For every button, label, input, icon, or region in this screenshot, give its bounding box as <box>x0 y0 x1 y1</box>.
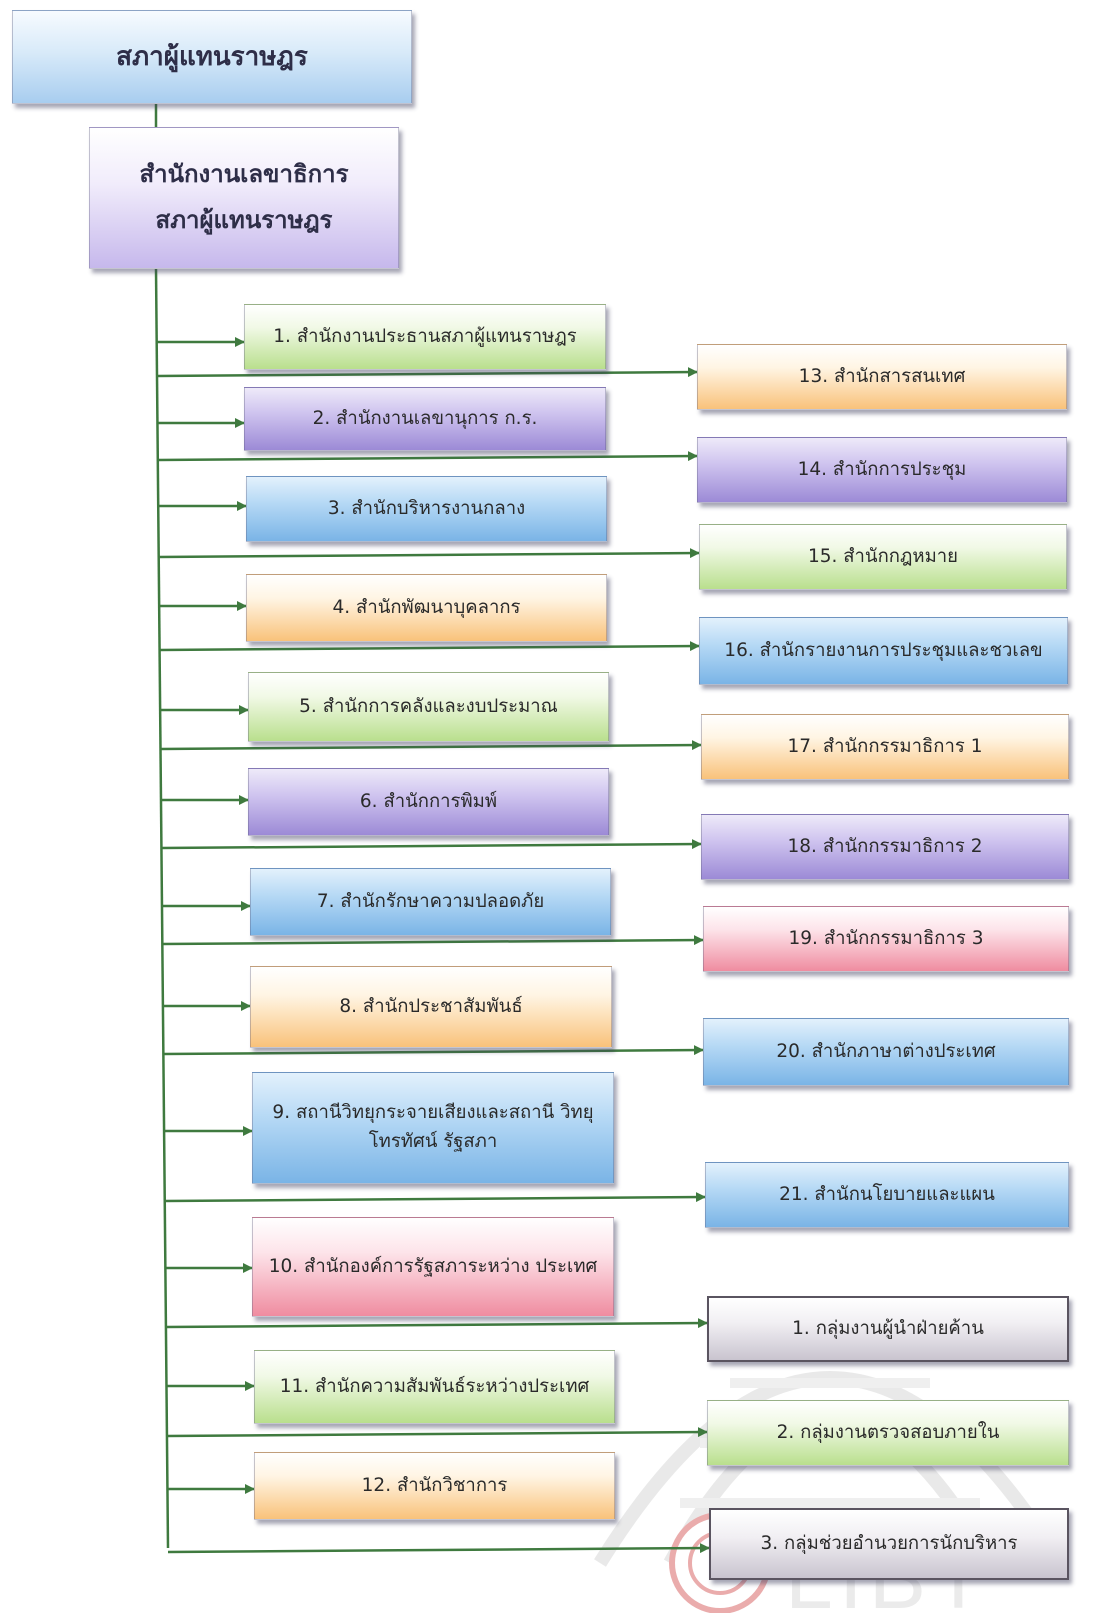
arrow-group-2 <box>166 1427 708 1438</box>
secretariat-title-line2: สภาผู้แทนราษฎร <box>155 206 333 234</box>
parliament-title: สภาผู้แทนราษฎร <box>116 41 308 72</box>
group-box-label: 2. กลุ่มงานตรวจสอบภายใน <box>776 1421 1000 1443</box>
arrow-right-5 <box>160 740 702 751</box>
right-unit-box-1: 13. สำนักสารสนเทศ <box>697 344 1067 410</box>
left-unit-box-5: 5. สำนักการคลังและงบประมาณ <box>248 672 609 742</box>
left-unit-box-label: 6. สำนักการพิมพ์ <box>359 790 498 812</box>
parliament-title-box: สภาผู้แทนราษฎร <box>12 10 412 104</box>
left-unit-box-12: 12. สำนักวิชาการ <box>254 1452 615 1520</box>
arrow-group-3 <box>167 1543 710 1554</box>
left-unit-box-label: 12. สำนักวิชาการ <box>361 1474 508 1496</box>
group-box-1: 1. กลุ่มงานผู้นำฝ่ายค้าน <box>707 1296 1069 1362</box>
right-unit-box-9: 21. สำนักนโยบายและแผน <box>705 1162 1069 1228</box>
right-unit-box-5: 17. สำนักกรรมาธิการ 1 <box>701 714 1069 780</box>
right-unit-box-label: 17. สำนักกรรมาธิการ 1 <box>787 735 983 757</box>
group-box-label: 3. กลุ่มช่วยอำนวยการนักบริหาร <box>760 1532 1018 1554</box>
group-box-3: 3. กลุ่มช่วยอำนวยการนักบริหาร <box>709 1508 1069 1580</box>
left-unit-box-label: 3. สำนักบริหารงานกลาง <box>327 497 526 519</box>
left-unit-box-label: 5. สำนักการคลังและงบประมาณ <box>299 695 558 717</box>
right-unit-box-3: 15. สำนักกฎหมาย <box>699 524 1067 590</box>
group-box-2: 2. กลุ่มงานตรวจสอบภายใน <box>707 1400 1069 1466</box>
right-unit-box-label: 16. สำนักรายงานการประชุมและชวเลข <box>724 639 1043 661</box>
arrow-right-3 <box>158 548 700 559</box>
left-unit-box-9: 9. สถานีวิทยุกระจายเสียงและสถานี วิทยุโท… <box>252 1072 614 1184</box>
left-unit-box-1: 1. สำนักงานประธานสภาผู้แทนราษฎร <box>244 304 606 370</box>
group-box-label: 1. กลุ่มงานผู้นำฝ่ายค้าน <box>792 1317 984 1339</box>
left-unit-box-6: 6. สำนักการพิมพ์ <box>248 768 609 836</box>
left-unit-box-label: 1. สำนักงานประธานสภาผู้แทนราษฎร <box>273 325 577 347</box>
arrow-right-1 <box>156 367 698 378</box>
right-unit-box-label: 14. สำนักการประชุม <box>797 458 967 480</box>
left-unit-box-4: 4. สำนักพัฒนาบุคลากร <box>246 574 607 642</box>
left-unit-box-label: 9. สถานีวิทยุกระจายเสียงและสถานี วิทยุโท… <box>272 1102 594 1152</box>
right-unit-box-7: 19. สำนักกรรมาธิการ 3 <box>703 906 1069 972</box>
left-unit-box-label: 11. สำนักความสัมพันธ์ระหว่างประเทศ <box>279 1375 590 1397</box>
right-unit-box-4: 16. สำนักรายงานการประชุมและชวเลข <box>699 617 1068 685</box>
arrow-right-2 <box>157 451 698 462</box>
secretariat-title-line1: สำนักงานเลขาธิการ <box>139 160 349 189</box>
right-unit-box-label: 15. สำนักกฎหมาย <box>807 545 959 567</box>
arrow-right-6 <box>161 839 702 850</box>
left-unit-box-3: 3. สำนักบริหารงานกลาง <box>246 476 607 542</box>
left-unit-box-label: 2. สำนักงานเลขานุการ ก.ร. <box>312 407 538 429</box>
right-unit-box-2: 14. สำนักการประชุม <box>697 437 1067 503</box>
left-unit-box-label: 7. สำนักรักษาความปลอดภัย <box>316 890 545 912</box>
left-unit-box-11: 11. สำนักความสัมพันธ์ระหว่างประเทศ <box>254 1350 615 1424</box>
arrow-group-1 <box>165 1318 708 1329</box>
left-unit-box-2: 2. สำนักงานเลขานุการ ก.ร. <box>244 387 606 451</box>
right-unit-box-6: 18. สำนักกรรมาธิการ 2 <box>701 814 1069 880</box>
left-unit-box-label: 4. สำนักพัฒนาบุคลากร <box>332 596 521 618</box>
left-unit-box-8: 8. สำนักประชาสัมพันธ์ <box>250 966 612 1048</box>
right-unit-box-label: 13. สำนักสารสนเทศ <box>798 365 966 387</box>
arrow-right-7 <box>162 935 704 946</box>
left-unit-box-7: 7. สำนักรักษาความปลอดภัย <box>250 868 611 936</box>
right-unit-box-label: 18. สำนักกรรมาธิการ 2 <box>787 835 983 857</box>
secretariat-box: สำนักงานเลขาธิการ สภาผู้แทนราษฎร <box>89 127 399 269</box>
right-unit-box-8: 20. สำนักภาษาต่างประเทศ <box>703 1018 1069 1086</box>
arrow-right-9 <box>164 1192 706 1203</box>
left-unit-box-label: 8. สำนักประชาสัมพันธ์ <box>339 995 523 1017</box>
connector-trunk <box>154 268 170 1549</box>
left-unit-box-10: 10. สำนักองค์การรัฐสภาระหว่าง ประเทศ <box>252 1217 614 1317</box>
right-unit-box-label: 19. สำนักกรรมาธิการ 3 <box>788 927 984 949</box>
right-unit-box-label: 21. สำนักนโยบายและแผน <box>779 1183 995 1205</box>
arrow-right-8 <box>163 1045 704 1056</box>
right-unit-box-label: 20. สำนักภาษาต่างประเทศ <box>776 1040 996 1062</box>
left-unit-box-label: 10. สำนักองค์การรัฐสภาระหว่าง ประเทศ <box>268 1255 598 1277</box>
arrow-right-4 <box>159 641 700 652</box>
